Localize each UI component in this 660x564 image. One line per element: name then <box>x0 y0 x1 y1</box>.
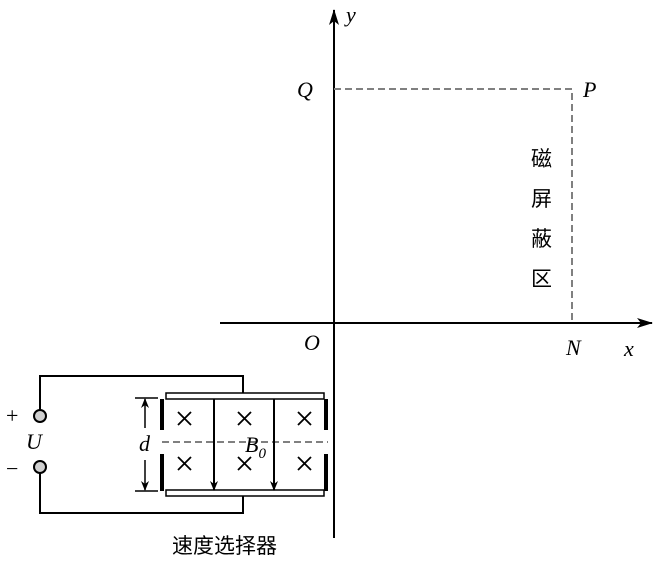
svg-text:屏: 屏 <box>531 187 552 211</box>
x-axis-label: x <box>623 336 634 361</box>
left-slit-lower <box>160 454 164 491</box>
minus-sign: − <box>6 456 18 481</box>
point-q-label: Q <box>297 77 313 102</box>
cross-icon <box>237 456 252 471</box>
cross-icon <box>237 411 252 426</box>
point-p-label: P <box>582 77 596 102</box>
svg-text:区: 区 <box>531 267 552 291</box>
cross-icon <box>297 411 312 426</box>
shield-region-boundary <box>334 88 573 323</box>
plus-sign: + <box>6 403 18 428</box>
y-axis-label: y <box>344 2 356 27</box>
top-wire <box>39 375 244 410</box>
bottom-wire <box>39 473 244 514</box>
positive-terminal <box>33 409 47 423</box>
cross-icon <box>297 456 312 471</box>
magnetic-field-crosses <box>177 411 312 471</box>
left-slit-upper <box>160 399 164 430</box>
field-label: B0 <box>245 432 266 462</box>
negative-terminal <box>33 460 47 474</box>
point-n-label: N <box>565 335 582 360</box>
region-label: 磁 屏 蔽 区 <box>531 147 552 291</box>
cross-icon <box>177 411 192 426</box>
velocity-selector-label: 速度选择器 <box>172 534 277 558</box>
svg-text:蔽: 蔽 <box>531 227 552 251</box>
origin-label: O <box>304 330 320 355</box>
right-slit-lower <box>324 454 328 491</box>
top-plate <box>165 392 325 400</box>
right-slit-upper <box>324 399 328 430</box>
gap-label: d <box>139 431 151 456</box>
voltage-label: U <box>26 429 44 454</box>
bottom-plate <box>165 489 325 497</box>
svg-text:磁: 磁 <box>531 147 552 171</box>
cross-icon <box>177 456 192 471</box>
